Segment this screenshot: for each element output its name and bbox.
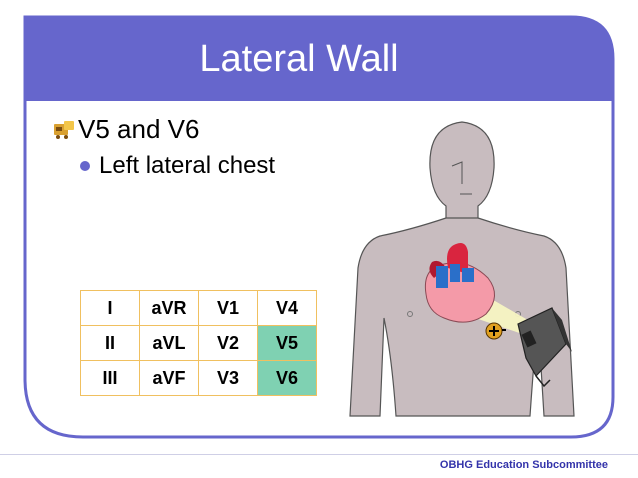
table-row: II aVL V2 V5 bbox=[80, 325, 317, 361]
table-cell: aVR bbox=[139, 290, 199, 326]
table-cell: V4 bbox=[257, 290, 317, 326]
table-cell: V1 bbox=[198, 290, 258, 326]
bullet-icon bbox=[54, 120, 74, 139]
torso-figure bbox=[349, 121, 575, 417]
camera-icon bbox=[517, 307, 572, 388]
leads-table: I aVR V1 V4 II aVL V2 V5 III aVF V3 V6 bbox=[80, 290, 317, 396]
footer-divider bbox=[0, 454, 638, 455]
table-cell: III bbox=[80, 360, 140, 396]
title-bar-shape bbox=[25, 17, 613, 101]
table-cell: aVF bbox=[139, 360, 199, 396]
bullet-text: V5 and V6 bbox=[78, 114, 200, 144]
table-cell: II bbox=[80, 325, 140, 361]
title-bar: Lateral Wall bbox=[25, 17, 613, 101]
table-row: III aVF V3 V6 bbox=[80, 360, 317, 396]
table-cell: V3 bbox=[198, 360, 258, 396]
table-cell-highlighted: V5 bbox=[257, 325, 317, 361]
sub-bullet-dot-icon bbox=[80, 161, 90, 171]
sub-bullet-text: Left lateral chest bbox=[99, 152, 276, 179]
table-cell: V2 bbox=[198, 325, 258, 361]
table-cell-highlighted: V6 bbox=[257, 360, 317, 396]
footer-text: OBHG Education Subcommittee bbox=[439, 459, 608, 471]
table-cell: aVL bbox=[139, 325, 199, 361]
sub-bullet-item: Left lateral chest bbox=[80, 152, 275, 180]
table-row: I aVR V1 V4 bbox=[80, 290, 317, 326]
table-cell: I bbox=[80, 290, 140, 326]
plus-marker-icon bbox=[485, 322, 506, 340]
slide-title: Lateral Wall bbox=[199, 37, 399, 80]
bullet-item: V5 and V6 bbox=[52, 114, 199, 145]
